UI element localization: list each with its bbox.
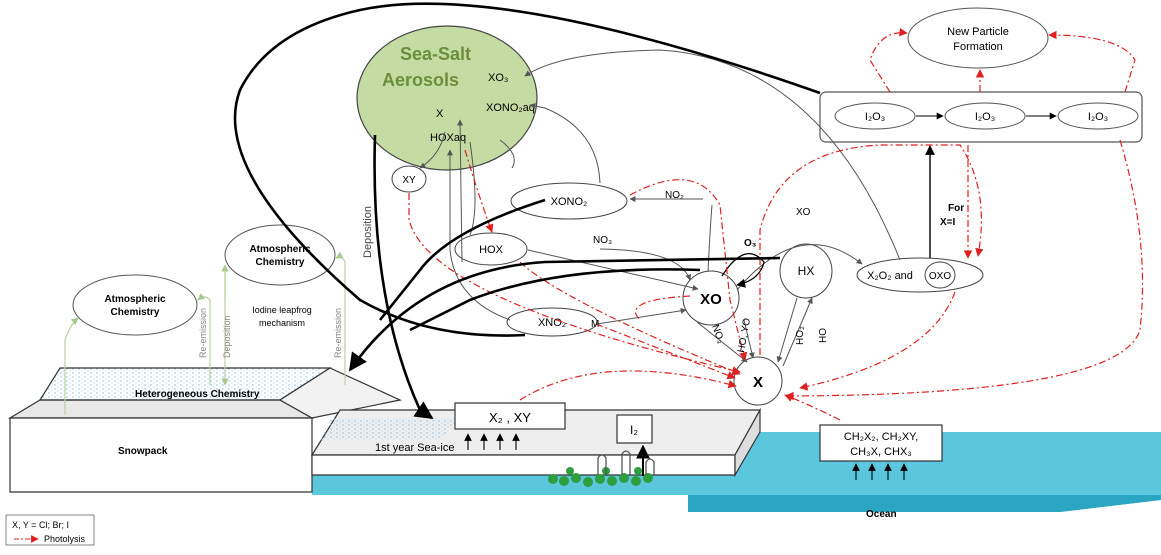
- aerosol-xono2aq: XONO₂aq: [486, 102, 535, 114]
- aerosol-title-line1: Sea-Salt: [400, 44, 471, 64]
- label-o3: O₃: [744, 238, 757, 249]
- deposition-small-label: Deposition: [222, 315, 232, 358]
- i2o3-1: I₂O₃: [865, 111, 885, 123]
- leapfrog-line2: mechanism: [259, 318, 305, 328]
- label-ho: HO: [818, 328, 829, 343]
- x2xy-label: X₂ , XY: [489, 410, 531, 425]
- legend: X, Y = Cl; Br; I Photolysis: [5, 514, 95, 546]
- reemission-left-label: Re-emission: [198, 308, 208, 358]
- npf-line1: New Particle: [947, 26, 1009, 38]
- x2xy-box: X₂ , XY: [454, 402, 566, 430]
- label-m: M: [591, 319, 599, 330]
- xono2-label: XONO₂: [551, 196, 588, 208]
- thin-reaction-arrows: [419, 49, 901, 367]
- aerosol-x: X: [436, 108, 444, 120]
- snowpack-label: Snowpack: [118, 446, 168, 457]
- xno2-node: XNO₂: [506, 307, 598, 337]
- hx-node: HX: [779, 243, 833, 299]
- atm-chem-top-line2: Chemistry: [256, 257, 305, 268]
- hox-node: HOX: [454, 232, 528, 266]
- leapfrog-guides: [64, 251, 346, 415]
- leapfrog-line1: Iodine leapfrog: [252, 305, 312, 315]
- halocarbon-line1: CH₂X₂, CH₂XY,: [844, 431, 918, 443]
- x-label: X: [753, 374, 763, 391]
- ocean-label: Ocean: [866, 509, 897, 520]
- npf-line2: Formation: [953, 41, 1003, 53]
- label-no2: NO₂: [665, 190, 684, 201]
- transport-deposition: [373, 134, 434, 420]
- legend-photolysis: Photolysis: [44, 534, 86, 544]
- x2o2-label: X₂O₂ and: [867, 270, 913, 282]
- o3-loop: [721, 253, 765, 288]
- iodine-oxide-box: I₂O₃ I₂O₃ I₂O₃: [819, 91, 1143, 143]
- i2o3-2: I₂O₃: [975, 111, 995, 123]
- i2-label: I₂: [630, 423, 638, 437]
- legend-xy: X, Y = Cl; Br; I: [12, 520, 69, 530]
- atm-chem-top-line1: Atmospheric: [249, 244, 311, 255]
- ocean-edge: [688, 495, 1161, 512]
- oxo-label: OXO: [929, 271, 951, 282]
- aerosol-xo3: XO₃: [488, 72, 508, 84]
- transport-snowpack: [348, 256, 781, 372]
- aerosol-hoxaq: HOXaq: [430, 132, 466, 144]
- xy-node: XY: [391, 165, 427, 193]
- label-x-equals-i: X=I: [940, 217, 956, 228]
- xno2-label: XNO₂: [538, 317, 566, 329]
- hox-label: HOX: [479, 244, 504, 256]
- label-no3: NO₃: [593, 235, 612, 246]
- transport-arrows: [233, 2, 821, 420]
- atm-chem-left: Atmospheric Chemistry: [72, 274, 198, 336]
- atm-chem-left-line1: Atmospheric: [104, 294, 166, 305]
- photolysis-arrows: [408, 27, 1144, 421]
- heterogeneous-chemistry-label: Heterogeneous Chemistry: [135, 389, 260, 400]
- x2o2-node: X₂O₂ and OXO: [856, 257, 984, 293]
- xy-label: XY: [402, 175, 416, 186]
- hx-label: HX: [798, 264, 815, 278]
- seaice-emission-arrows: [464, 433, 520, 450]
- xo-label: XO: [700, 291, 722, 308]
- halocarbon-line2: CH₃X, CHX₃: [850, 446, 912, 458]
- seaice-label: 1st year Sea-ice: [375, 442, 454, 454]
- npf-node: New Particle Formation: [907, 7, 1049, 69]
- xo-node: XO: [682, 270, 740, 326]
- brine-channels: [597, 450, 655, 475]
- sea-salt-aerosol: Sea-Salt Aerosols XO₃ XONO₂aq X HOXaq: [356, 25, 538, 171]
- aerosol-title-line2: Aerosols: [382, 70, 459, 90]
- deposition-vertical-label: Deposition: [362, 206, 374, 258]
- atm-chem-top: Atmospheric Chemistry: [224, 224, 336, 286]
- ocean-strip: [312, 475, 688, 495]
- label-xo: XO: [796, 207, 811, 218]
- x-node: X: [733, 356, 783, 406]
- ocean-emission-arrows: [852, 463, 908, 480]
- reemission-right-label: Re-emission: [333, 308, 343, 358]
- i2o3-3: I₂O₃: [1088, 111, 1108, 123]
- label-for: For: [948, 203, 964, 214]
- i2-box: I₂: [616, 414, 653, 476]
- atm-chem-left-line2: Chemistry: [111, 307, 160, 318]
- ocean-top: [688, 432, 1161, 512]
- ocean-surface: [312, 432, 1161, 512]
- xono2-node: XONO₂: [510, 182, 628, 220]
- halocarbon-box: CH₂X₂, CH₂XY, CH₃X, CHX₃: [819, 424, 943, 462]
- label-ho2: HO₂: [795, 326, 806, 345]
- snowpack-block: [7, 367, 402, 493]
